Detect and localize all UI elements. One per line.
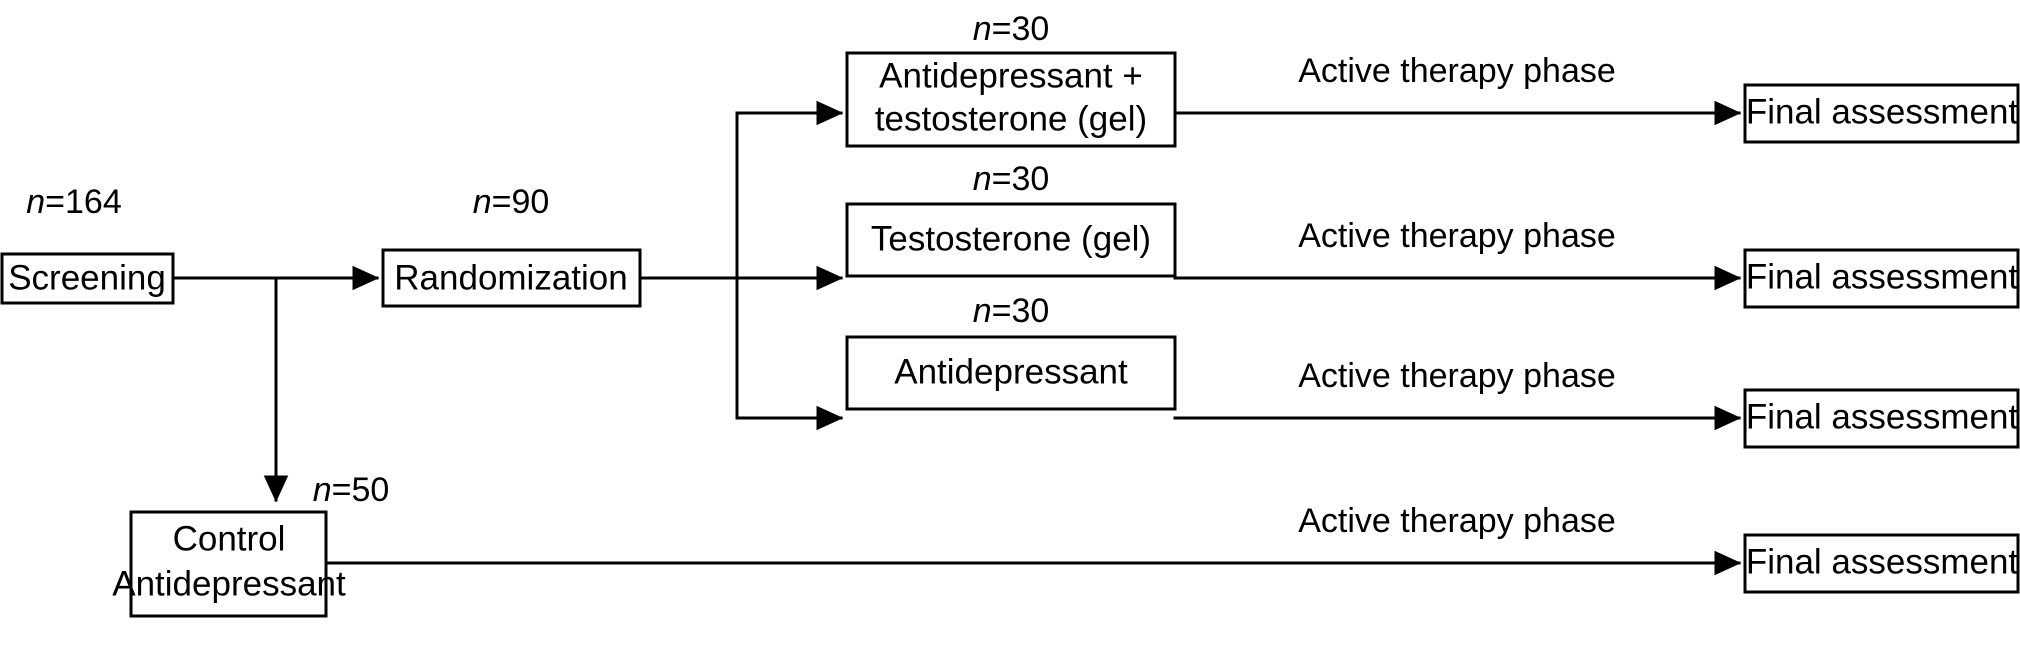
final2-label: Final assessment	[1746, 257, 2019, 296]
node-randomization[interactable]: n=90 Randomization	[381, 183, 642, 308]
screening-label: Screening	[8, 258, 166, 297]
arm1-n-label: n=30	[973, 10, 1050, 48]
edge-label-phase2: Active therapy phase	[1298, 217, 1616, 255]
edge-label-phase4: Active therapy phase	[1298, 502, 1616, 540]
arm3-n-label: n=30	[973, 292, 1050, 330]
control-box[interactable]	[129, 510, 328, 618]
screening-n-label: n=164	[26, 183, 122, 221]
final3-box[interactable]	[1743, 388, 2020, 449]
control-label-line2: Antidepressant	[112, 564, 346, 603]
randomization-label: Randomization	[394, 258, 627, 297]
randomization-box[interactable]	[381, 248, 642, 308]
arm2-label-line1: Testosterone (gel)	[871, 219, 1151, 258]
control-n-value: =50	[332, 471, 390, 509]
arm3-n-prefix: n	[973, 292, 992, 330]
node-final-assessment-4[interactable]: Final assessment	[1743, 533, 2020, 594]
node-arm-testosterone[interactable]: n=30 Testosterone (gel)	[845, 160, 1177, 278]
randomization-n-prefix: n	[473, 183, 492, 221]
control-n-prefix: n	[313, 471, 332, 509]
final4-label: Final assessment	[1746, 542, 2019, 581]
arm2-n-label: n=30	[973, 160, 1050, 198]
final4-box[interactable]	[1743, 533, 2020, 594]
node-arm-antidepressant[interactable]: n=30 Antidepressant	[845, 292, 1177, 411]
control-n-label: n=50	[313, 471, 390, 509]
final2-box[interactable]	[1743, 248, 2020, 309]
node-control[interactable]: n=50 Control Antidepressant	[112, 471, 390, 618]
edge-label-phase3: Active therapy phase	[1298, 357, 1616, 395]
arm2-n-value: =30	[992, 160, 1050, 198]
control-label-line1: Control	[173, 519, 286, 558]
node-final-assessment-2[interactable]: Final assessment	[1743, 248, 2020, 309]
final1-box[interactable]	[1743, 83, 2020, 144]
arm2-n-prefix: n	[973, 160, 992, 198]
screening-n-prefix: n	[26, 183, 45, 221]
arm1-box[interactable]	[845, 51, 1177, 148]
node-final-assessment-1[interactable]: Final assessment	[1743, 83, 2020, 144]
screening-box[interactable]	[0, 252, 175, 305]
final1-label: Final assessment	[1746, 92, 2019, 131]
edge-label-phase1: Active therapy phase	[1298, 52, 1616, 90]
arm1-n-value: =30	[992, 10, 1050, 48]
screening-n-value: =164	[45, 183, 122, 221]
arm1-label-line1: Antidepressant +	[879, 56, 1143, 95]
arm1-label-line2: testosterone (gel)	[875, 99, 1147, 138]
node-screening[interactable]: n=164 Screening	[0, 183, 175, 305]
node-arm-antidepressant-testosterone[interactable]: n=30 Antidepressant + testosterone (gel)	[845, 10, 1177, 148]
arm1-n-prefix: n	[973, 10, 992, 48]
node-final-assessment-3[interactable]: Final assessment	[1743, 388, 2020, 449]
arm3-box[interactable]	[845, 335, 1177, 411]
final3-label: Final assessment	[1746, 397, 2019, 436]
arm3-n-value: =30	[992, 292, 1050, 330]
arm3-label-line1: Antidepressant	[894, 352, 1128, 391]
randomization-n-value: =90	[492, 183, 550, 221]
randomization-n-label: n=90	[473, 183, 550, 221]
arm2-box[interactable]	[845, 202, 1177, 278]
